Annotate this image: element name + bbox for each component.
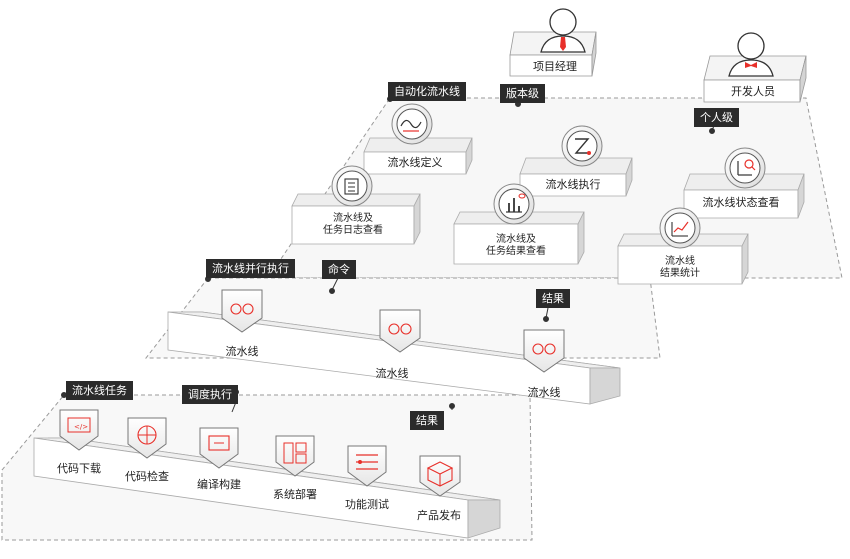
version-level-tag: 版本级	[500, 84, 545, 103]
result-mid-tag: 结果	[536, 289, 570, 308]
code-check-icon	[127, 417, 167, 459]
release-icon	[419, 455, 461, 497]
automation-tag: 自动化流水线	[388, 82, 466, 101]
result-view-line-2: 任务结果查看	[486, 246, 546, 257]
run-icon	[561, 125, 603, 167]
result-stats-line-2: 结果统计	[660, 268, 700, 279]
top-platforms	[291, 137, 805, 285]
task-code-check-label: 代码检查	[125, 470, 169, 483]
pipeline-label: 流水线	[527, 386, 561, 399]
developer-role	[703, 32, 807, 103]
result-low-tag: 结果	[410, 411, 444, 430]
project-manager-label: 项目经理	[533, 60, 577, 73]
test-icon	[347, 445, 387, 487]
schedule-tag: 调度执行	[182, 385, 238, 404]
pipeline-shield-icon	[379, 309, 421, 353]
pipeline-shield-icon	[523, 329, 565, 373]
svg-text:</>: </>	[74, 423, 88, 431]
parallel-tag: 流水线并行执行	[206, 259, 295, 278]
pipeline-shield-icon	[221, 289, 263, 333]
wave-icon	[391, 103, 433, 145]
build-icon	[199, 427, 239, 469]
log-view-label: 流水线及 任务日志查看	[292, 213, 414, 237]
log-icon	[331, 165, 373, 207]
pipeline-label: 流水线	[225, 345, 259, 358]
task-code-download-label: 代码下载	[57, 462, 101, 475]
chart-search-icon	[724, 147, 766, 189]
result-view-label: 流水线及 任务结果查看	[454, 234, 578, 258]
deploy-icon	[275, 435, 315, 477]
command-tag: 命令	[322, 260, 356, 279]
pipeline-execution-label: 流水线执行	[545, 178, 601, 191]
pipeline-definition-label: 流水线定义	[387, 156, 443, 169]
result-stats-line-1: 流水线	[665, 256, 695, 267]
log-view-line-2: 任务日志查看	[323, 225, 383, 236]
task-release-label: 产品发布	[417, 509, 461, 522]
task-deploy-label: 系统部署	[273, 488, 317, 501]
developer-label: 开发人员	[731, 85, 775, 98]
project-manager-role	[509, 8, 597, 77]
task-build-label: 编译构建	[197, 478, 241, 491]
tasks-tag: 流水线任务	[66, 381, 133, 400]
result-stats-label: 流水线 结果统计	[618, 256, 742, 280]
pipeline-label: 流水线	[375, 367, 409, 380]
personal-level-tag: 个人级	[694, 108, 739, 127]
trend-icon	[659, 207, 701, 249]
bar-chart-icon	[493, 183, 535, 225]
log-view-line-1: 流水线及	[333, 213, 373, 224]
result-view-line-1: 流水线及	[496, 234, 536, 245]
code-download-icon: </>	[59, 409, 99, 451]
pipeline-status-label: 流水线状态查看	[702, 196, 780, 209]
task-test-label: 功能测试	[345, 498, 389, 511]
